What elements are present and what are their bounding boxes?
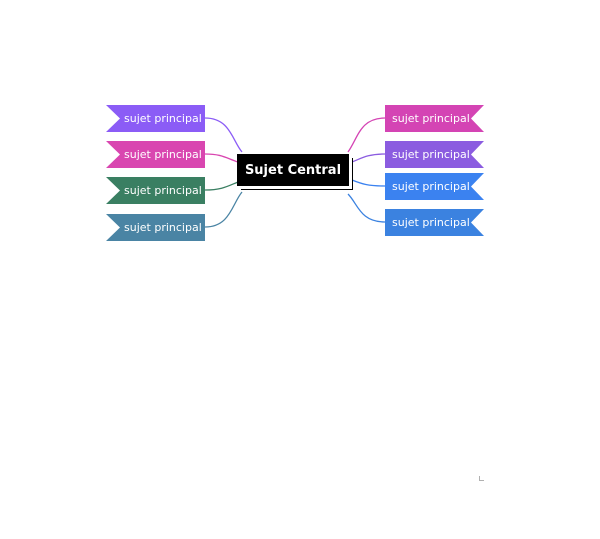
connector-left-4 bbox=[204, 191, 243, 228]
connector-right-4 bbox=[347, 193, 386, 223]
left-topic-3-label: sujet principal bbox=[124, 184, 202, 197]
central-topic[interactable]: Sujet Central bbox=[237, 154, 349, 186]
connector-right-1 bbox=[347, 117, 386, 153]
connector-left-2 bbox=[204, 153, 239, 163]
central-topic-label: Sujet Central bbox=[244, 162, 342, 178]
left-topic-1[interactable]: sujet principal bbox=[106, 105, 205, 132]
right-topic-4[interactable]: sujet principal bbox=[385, 209, 484, 236]
left-topic-2-label: sujet principal bbox=[124, 148, 202, 161]
left-topic-2[interactable]: sujet principal bbox=[106, 141, 205, 168]
connector-right-3 bbox=[351, 179, 386, 187]
right-topic-1[interactable]: sujet principal bbox=[385, 105, 484, 132]
left-topic-4[interactable]: sujet principal bbox=[106, 214, 205, 241]
left-topic-3[interactable]: sujet principal bbox=[106, 177, 205, 204]
right-topic-2-label: sujet principal bbox=[392, 148, 470, 161]
left-topic-4-label: sujet principal bbox=[124, 221, 202, 234]
left-topic-1-label: sujet principal bbox=[124, 112, 202, 125]
connector-left-3 bbox=[204, 181, 239, 191]
right-topic-1-label: sujet principal bbox=[392, 112, 470, 125]
right-topic-3[interactable]: sujet principal bbox=[385, 173, 484, 200]
right-topic-3-label: sujet principal bbox=[392, 180, 470, 193]
right-topic-4-label: sujet principal bbox=[392, 216, 470, 229]
resize-handle-icon[interactable] bbox=[479, 476, 484, 481]
connector-left-1 bbox=[204, 117, 243, 153]
right-topic-2[interactable]: sujet principal bbox=[385, 141, 484, 168]
connector-right-2 bbox=[351, 153, 386, 163]
